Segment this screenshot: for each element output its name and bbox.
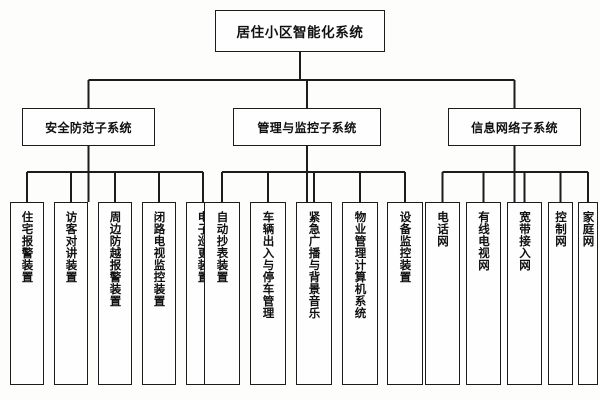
root-node[interactable]: 居住小区智能化系统 xyxy=(215,10,385,52)
leaf-node-label: 家庭网 xyxy=(581,211,596,247)
leaf-node-label: 车辆出入与停车管理 xyxy=(261,211,276,319)
leaf-node-label: 有线电视网 xyxy=(476,211,491,271)
leaf-node[interactable]: 周边防越报警装置 xyxy=(98,202,132,385)
leaf-node-label: 自动抄表装置 xyxy=(215,211,230,283)
leaf-node-label: 设备监控装置 xyxy=(398,211,413,283)
subsystem-node-label: 信息网络子系统 xyxy=(471,120,558,135)
leaf-node[interactable]: 宽带接入网 xyxy=(507,202,542,385)
subsystem-node[interactable]: 安全防范子系统 xyxy=(22,108,155,146)
leaf-node[interactable]: 电话网 xyxy=(425,202,460,385)
root-node-label: 居住小区智能化系统 xyxy=(236,25,364,41)
leaf-node-label: 周边防越报警装置 xyxy=(108,211,123,307)
leaf-node[interactable]: 控制网 xyxy=(548,202,573,385)
leaf-node-label: 宽带接入网 xyxy=(517,211,532,271)
subsystem-node[interactable]: 信息网络子系统 xyxy=(448,108,581,146)
leaf-node[interactable]: 自动抄表装置 xyxy=(204,202,240,385)
leaf-node-label: 访客对讲装置 xyxy=(64,211,79,283)
subsystem-node-label: 管理与监控子系统 xyxy=(257,120,357,135)
leaf-node-label: 控制网 xyxy=(553,211,568,247)
subsystem-node-label: 安全防范子系统 xyxy=(45,120,132,135)
leaf-node[interactable]: 家庭网 xyxy=(578,202,598,385)
leaf-node-label: 住宅报警装置 xyxy=(20,211,35,283)
leaf-node[interactable]: 物业管理计算机系统 xyxy=(342,202,378,385)
leaf-node[interactable]: 设备监控装置 xyxy=(387,202,423,385)
leaf-node-label: 电话网 xyxy=(435,211,450,247)
leaf-node[interactable]: 紧急广播与背景音乐 xyxy=(296,202,332,385)
leaf-node[interactable]: 访客对讲装置 xyxy=(54,202,88,385)
leaf-node-label: 闭路电视监控装置 xyxy=(152,211,167,307)
leaf-node[interactable]: 住宅报警装置 xyxy=(10,202,44,385)
leaf-node[interactable]: 闭路电视监控装置 xyxy=(142,202,176,385)
leaf-node-label: 物业管理计算机系统 xyxy=(353,211,368,319)
leaf-node[interactable]: 有线电视网 xyxy=(466,202,501,385)
leaf-node-label: 紧急广播与背景音乐 xyxy=(307,211,322,319)
subsystem-node[interactable]: 管理与监控子系统 xyxy=(233,108,381,146)
leaf-node[interactable]: 车辆出入与停车管理 xyxy=(250,202,286,385)
